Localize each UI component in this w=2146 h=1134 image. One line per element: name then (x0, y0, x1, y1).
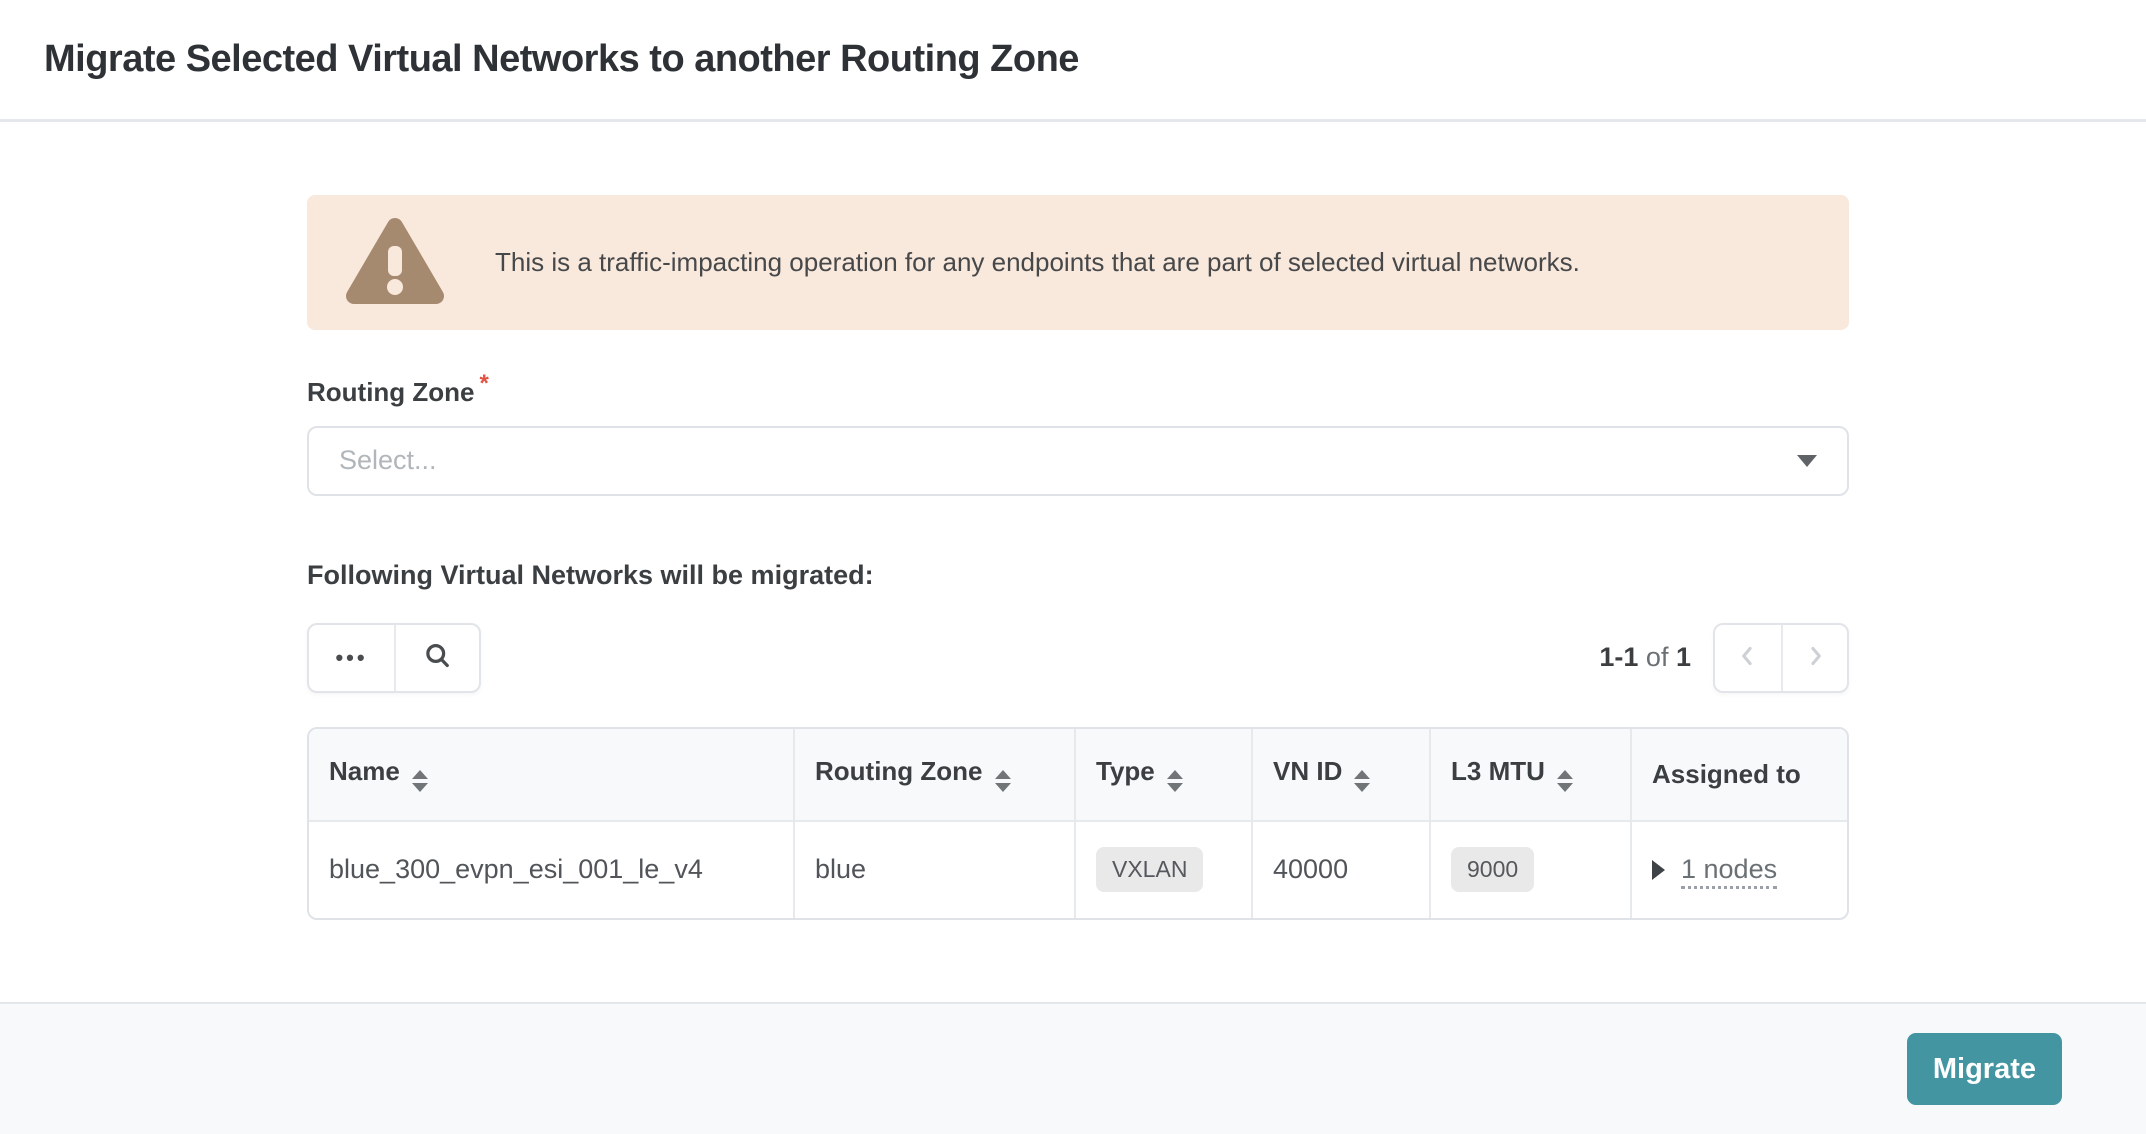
chevron-down-icon (1797, 454, 1817, 467)
pagination-of-label: of (1645, 642, 1669, 673)
cell-assigned-to: 1 nodes (1630, 820, 1847, 918)
column-header-assigned-to: Assigned to (1630, 728, 1847, 822)
pagination: 1-1 of 1 (1599, 622, 1849, 693)
routing-zone-select[interactable]: Select... (307, 425, 1849, 496)
table-actions-group: ••• (307, 622, 481, 693)
table-toolbar-row: ••• 1-1 of 1 (307, 622, 1849, 693)
chevron-left-icon (1735, 643, 1761, 672)
warning-triangle-icon (345, 216, 445, 310)
column-header-l3-mtu[interactable]: L3 MTU (1429, 728, 1631, 822)
sort-icon (994, 770, 1011, 793)
required-asterisk: * (479, 370, 489, 397)
mtu-badge: 9000 (1451, 847, 1535, 893)
search-icon (423, 641, 453, 674)
table-row: blue_300_evpn_esi_001_le_v4 blue VXLAN 4… (309, 820, 1847, 918)
chevron-right-icon (1802, 643, 1828, 672)
column-header-vn-id[interactable]: VN ID (1251, 728, 1430, 822)
search-button[interactable] (394, 624, 479, 691)
table-header-row: Name Routing Zone Type VN ID (309, 728, 1847, 822)
pagination-range: 1-1 of 1 (1599, 642, 1691, 673)
prev-page-button[interactable] (1715, 625, 1781, 691)
routing-zone-label-text: Routing Zone (307, 376, 475, 407)
type-badge: VXLAN (1096, 847, 1204, 893)
routing-zone-field: Routing Zone* Select... (307, 370, 1849, 496)
ellipsis-icon: ••• (335, 644, 368, 670)
pager-buttons (1713, 622, 1849, 693)
page-header: Migrate Selected Virtual Networks to ano… (0, 0, 2146, 122)
sort-icon (411, 770, 428, 793)
sort-icon (1556, 770, 1573, 793)
warning-banner: This is a traffic-impacting operation fo… (307, 195, 1849, 330)
sort-icon (1354, 770, 1371, 793)
next-page-button[interactable] (1781, 624, 1847, 691)
cell-routing-zone: blue (793, 820, 1075, 918)
dialog-footer: Migrate (0, 1002, 2146, 1134)
cell-l3-mtu: 9000 (1429, 820, 1631, 918)
column-header-routing-zone[interactable]: Routing Zone (793, 728, 1075, 822)
cell-vn-id: 40000 (1251, 820, 1430, 918)
routing-zone-label: Routing Zone* (307, 370, 489, 407)
sort-icon (1166, 770, 1183, 793)
page-title: Migrate Selected Virtual Networks to ano… (44, 38, 1079, 80)
more-options-button[interactable]: ••• (309, 625, 394, 691)
column-header-name[interactable]: Name (309, 728, 794, 822)
migrate-button[interactable]: Migrate (1906, 1033, 2062, 1105)
section-heading: Following Virtual Networks will be migra… (307, 559, 874, 590)
pagination-total: 1 (1675, 642, 1691, 673)
nodes-link[interactable]: 1 nodes (1681, 854, 1778, 890)
cell-type: VXLAN (1074, 820, 1252, 918)
warning-text: This is a traffic-impacting operation fo… (495, 247, 1580, 277)
routing-zone-select-placeholder: Select... (339, 445, 437, 476)
column-header-type[interactable]: Type (1074, 728, 1252, 822)
cell-name: blue_300_evpn_esi_001_le_v4 (309, 820, 794, 918)
virtual-networks-table: Name Routing Zone Type VN ID (307, 726, 1849, 920)
dialog-body: This is a traffic-impacting operation fo… (0, 122, 2146, 1002)
expand-row-icon[interactable] (1652, 860, 1665, 881)
pagination-current-range: 1-1 (1599, 642, 1639, 673)
